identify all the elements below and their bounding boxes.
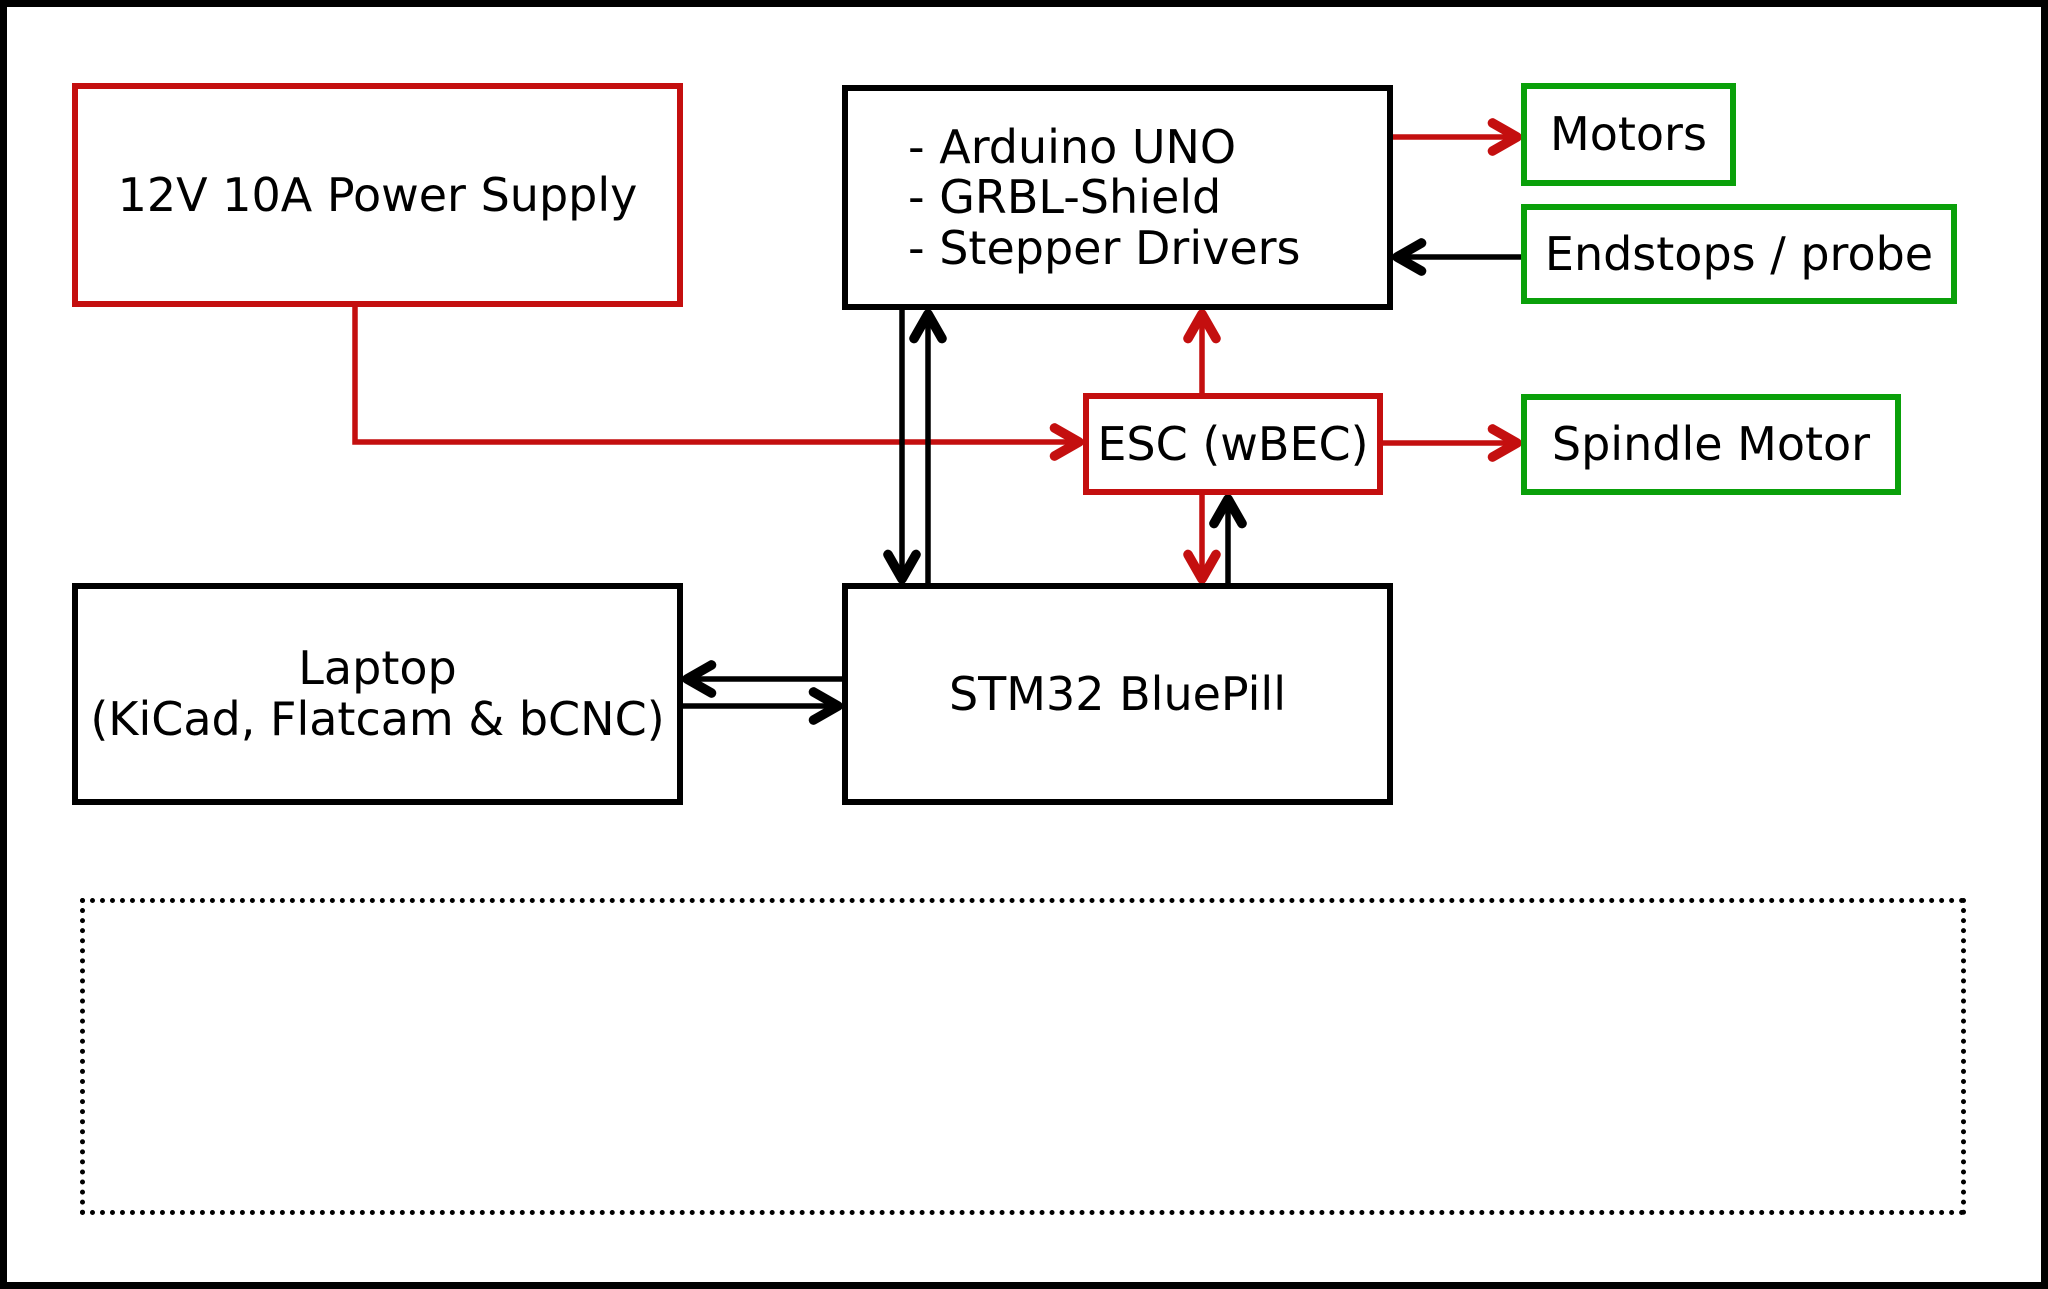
node-endstops-label: Endstops / probe	[1544, 226, 1934, 281]
node-motors-label: Motors	[1550, 107, 1707, 162]
node-grbl-controller: - Arduino UNO - GRBL-Shield - Stepper Dr…	[842, 85, 1393, 310]
node-endstops: Endstops / probe	[1521, 204, 1957, 304]
node-stm32-label: STM32 BluePill	[948, 666, 1286, 721]
node-power-supply-label: 12V 10A Power Supply	[117, 167, 638, 222]
wire-power-supply-to-esc	[352, 304, 1084, 461]
legend-box: Controllers Power Electonics Mechanical …	[80, 898, 1966, 1215]
node-grbl-controller-line2: - GRBL-Shield	[908, 170, 1222, 225]
node-spindle-motor: Spindle Motor	[1521, 394, 1901, 495]
node-motors: Motors	[1521, 83, 1736, 186]
node-laptop: Laptop (KiCad, Flatcam & bCNC)	[72, 583, 683, 805]
node-esc: ESC (wBEC)	[1083, 393, 1383, 495]
node-power-supply: 12V 10A Power Supply	[72, 83, 683, 307]
node-spindle-motor-label: Spindle Motor	[1551, 417, 1871, 472]
node-grbl-controller-line3: - Stepper Drivers	[908, 220, 1301, 275]
node-grbl-controller-line1: - Arduino UNO	[908, 119, 1237, 174]
node-laptop-line2: (KiCad, Flatcam & bCNC)	[90, 692, 665, 746]
node-stm32: STM32 BluePill	[842, 583, 1393, 805]
node-esc-label: ESC (wBEC)	[1097, 416, 1369, 471]
node-laptop-line1: Laptop	[298, 641, 457, 696]
